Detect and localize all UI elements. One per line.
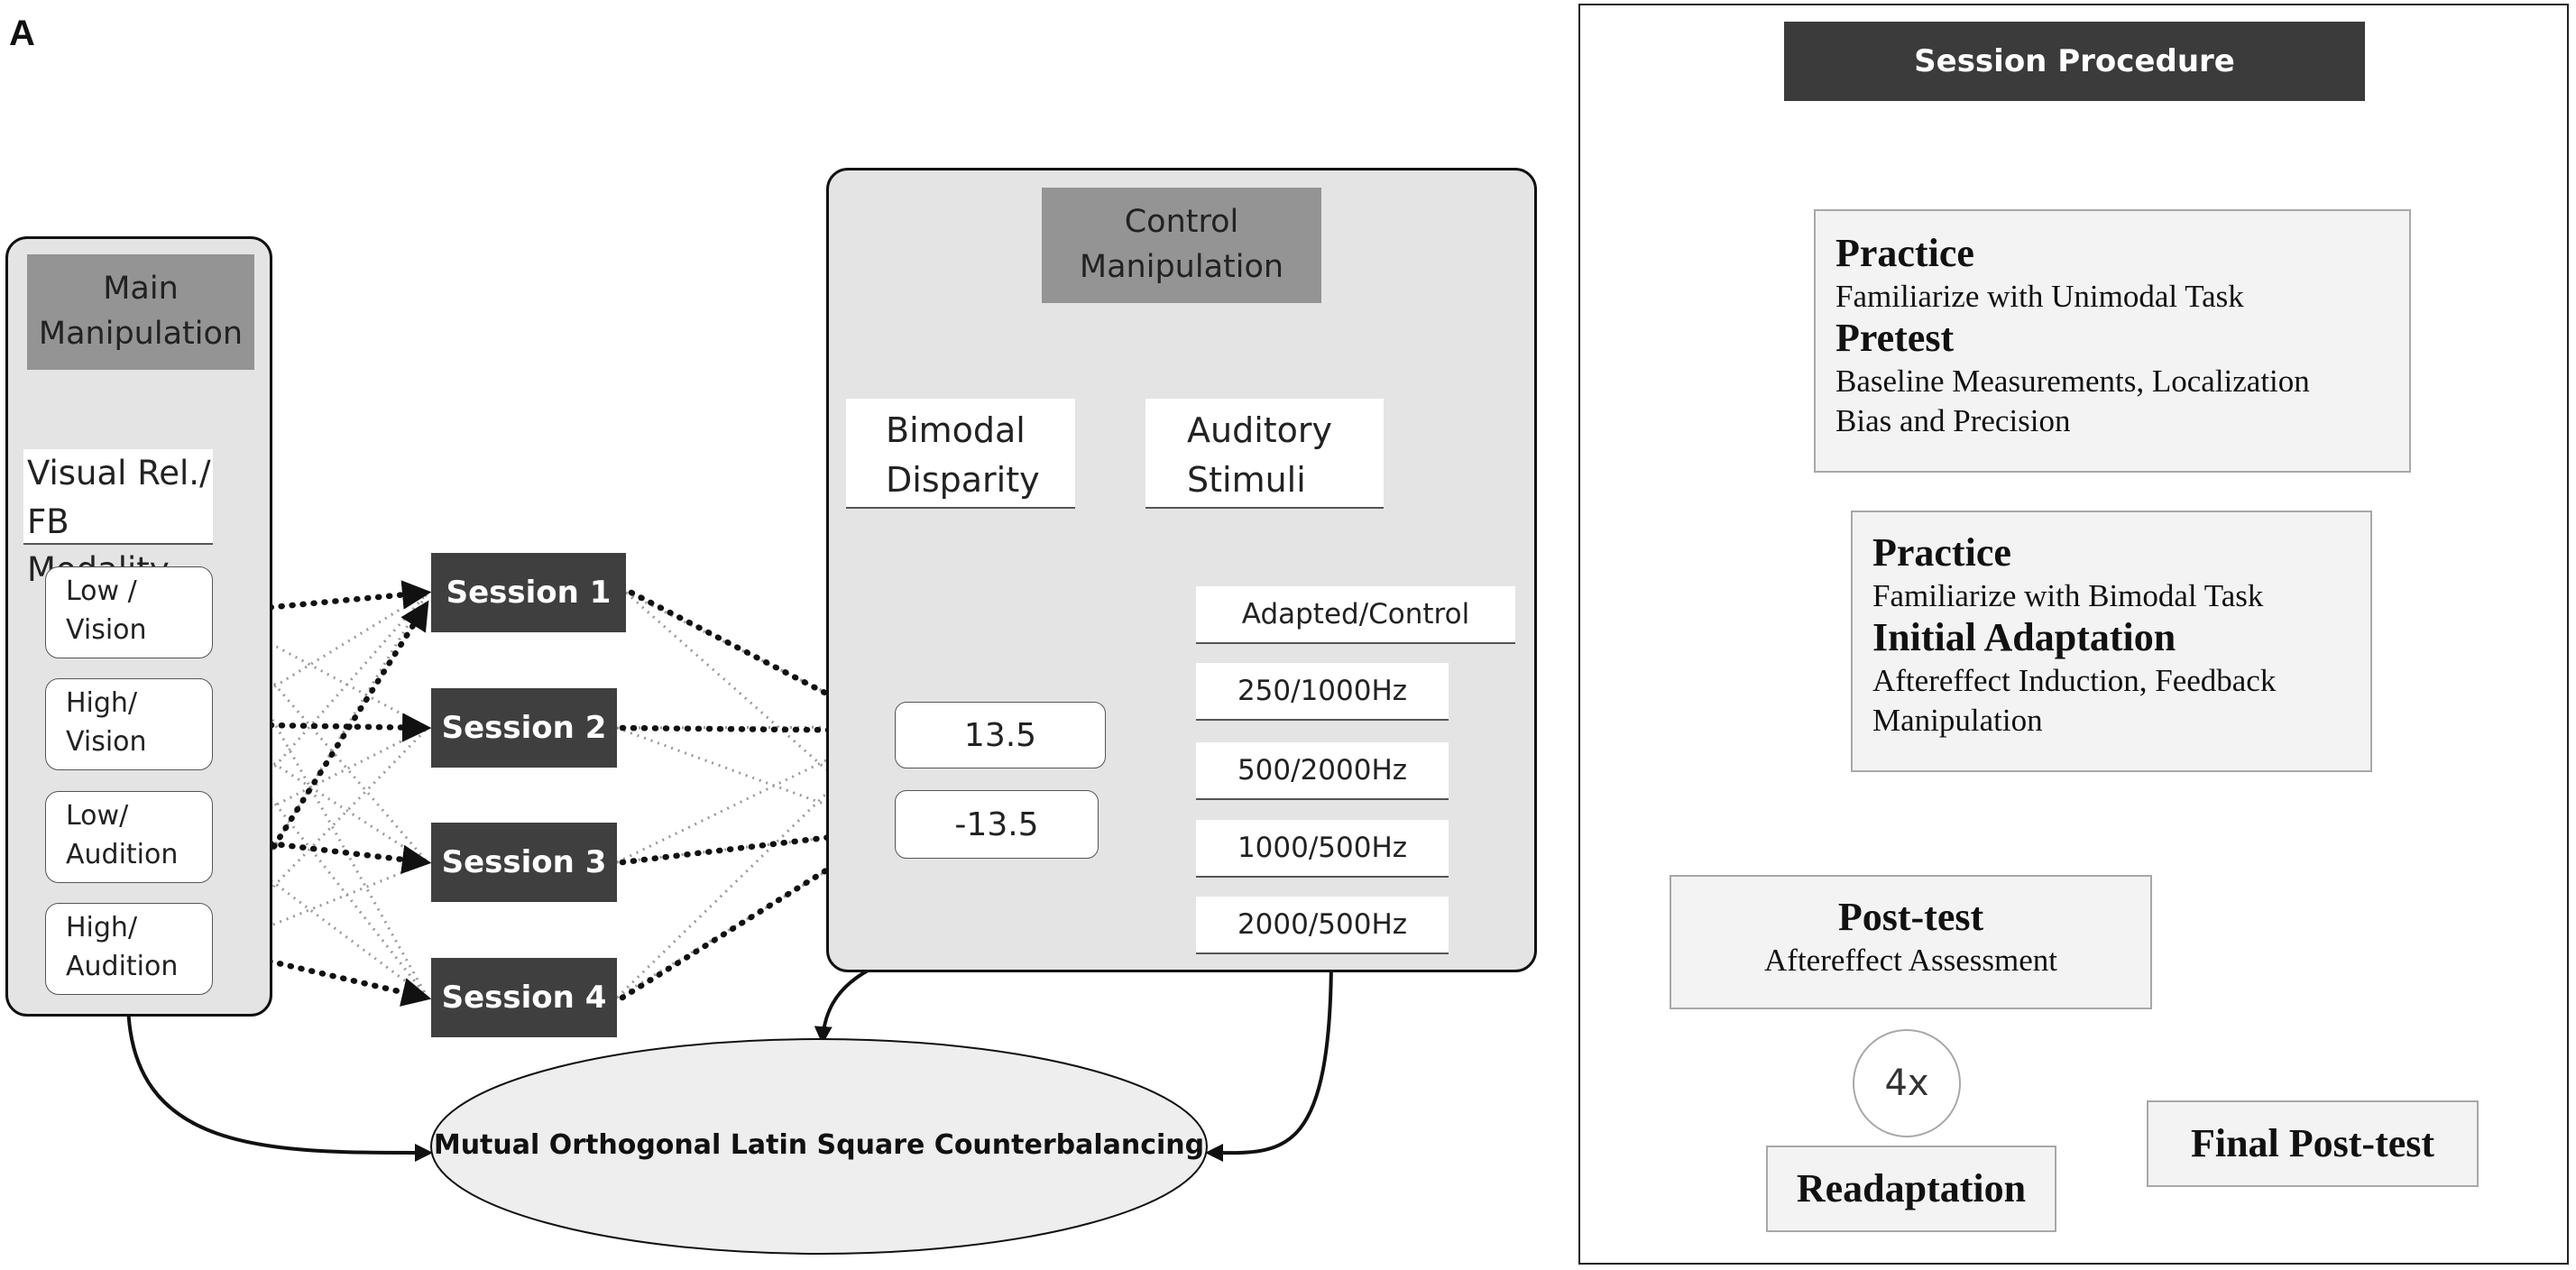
step-practice-adaptation: Practice Familiarize with Bimodal Task I… — [1851, 511, 2372, 772]
control-header-line1: Control — [1124, 204, 1239, 241]
step2-title-practice: Practice — [1872, 530, 2011, 575]
mesh-line — [616, 725, 896, 864]
stimulus-1000-500: 1000/500Hz — [1196, 820, 1449, 878]
bimodal-disparity-label: Bimodal Disparity — [846, 399, 1075, 509]
final-posttest-title: Final Post-test — [2190, 1120, 2435, 1165]
condition-line1: High/ — [66, 912, 138, 943]
mesh-line — [212, 860, 428, 951]
step2-text-practice: Familiarize with Bimodal Task — [1872, 577, 2264, 613]
condition-line1: Low / — [66, 575, 137, 607]
mesh-line — [211, 592, 429, 950]
control-header-line2: Manipulation — [1079, 249, 1284, 285]
disparity-positive: 13.5 — [895, 702, 1106, 768]
stimuli-header: Adapted/Control — [1196, 586, 1515, 644]
mesh-line — [212, 611, 428, 730]
step1-text-pretest-line2: Bias and Precision — [1835, 402, 2071, 438]
condition-high-vision: High/ Vision — [45, 678, 213, 770]
step-final-posttest: Final Post-test — [2147, 1100, 2479, 1187]
auditory-stimuli-label: Auditory Stimuli — [1145, 399, 1384, 509]
session-1-box: Session 1 — [431, 553, 626, 632]
condition-line2: Audition — [66, 838, 179, 870]
step2-text-adaptation-line1: Aftereffect Induction, Feedback — [1872, 662, 2277, 698]
disparity-negative: -13.5 — [895, 790, 1099, 859]
stimulus-250-1000: 250/1000Hz — [1196, 663, 1449, 721]
readaptation-title: Readaptation — [1796, 1165, 2027, 1210]
step-posttest: Post-test Aftereffect Assessment — [1670, 875, 2152, 1009]
counterbalancing-label: Mutual Orthogonal Latin Square Counterba… — [433, 1129, 1205, 1161]
condition-line2: Audition — [66, 950, 179, 982]
session-2-box: Session 2 — [431, 688, 617, 768]
condition-line2: Vision — [66, 725, 147, 758]
bimodal-line1: Bimodal — [886, 410, 1026, 450]
stimulus-500-2000: 500/2000Hz — [1196, 742, 1449, 800]
condition-line2: Vision — [66, 613, 147, 646]
step-readaptation: Readaptation — [1766, 1146, 2056, 1232]
session-4-box: Session 4 — [431, 958, 617, 1037]
posttest-title: Post-test — [1837, 895, 1984, 939]
posttest-text: Aftereffect Assessment — [1764, 942, 2057, 978]
auditory-line2: Stimuli — [1187, 460, 1306, 501]
step2-text-adaptation-line2: Manipulation — [1872, 702, 2043, 738]
solid-arrow-stimuli — [1205, 953, 1333, 1163]
dotted-arrow — [619, 715, 897, 745]
stimulus-2000-500: 2000/500Hz — [1196, 897, 1449, 954]
condition-line1: Low/ — [66, 800, 129, 832]
step-practice-pretest: Practice Familiarize with Unimodal Task … — [1814, 209, 2411, 473]
panel-a-letter: A — [9, 14, 35, 53]
condition-high-audition: High/ Audition — [45, 903, 213, 995]
solid-arrow-main — [126, 999, 433, 1163]
main-header-line1: Main — [103, 271, 179, 308]
mesh-line — [211, 612, 429, 863]
step1-text-practice: Familiarize with Unimodal Task — [1835, 278, 2244, 314]
dotted-arrow — [619, 826, 897, 1001]
condition-low-vision: Low / Vision — [45, 566, 213, 658]
step2-title-adaptation: Initial Adaptation — [1872, 615, 2176, 660]
main-header-line2: Manipulation — [38, 316, 244, 352]
mesh-line — [212, 591, 428, 726]
step1-title-practice: Practice — [1835, 231, 1974, 275]
visual-label-line1: Visual Rel./ — [27, 454, 211, 492]
loop-count-badge: 4x — [1853, 1029, 1961, 1137]
auditory-line1: Auditory — [1187, 410, 1333, 450]
step1-title-pretest: Pretest — [1835, 316, 1955, 361]
condition-line1: High/ — [66, 687, 138, 719]
session-3-box: Session 3 — [431, 823, 617, 902]
counterbalancing-ellipse — [430, 1038, 1208, 1255]
condition-low-audition: Low/ Audition — [45, 791, 213, 883]
session-procedure-title: Session Procedure — [1784, 22, 2365, 101]
step1-text-pretest-line1: Baseline Measurements, Localization — [1835, 363, 2310, 399]
visual-reliability-label: Visual Rel./ FB Modality — [23, 449, 213, 589]
bimodal-line2: Disparity — [886, 460, 1040, 501]
